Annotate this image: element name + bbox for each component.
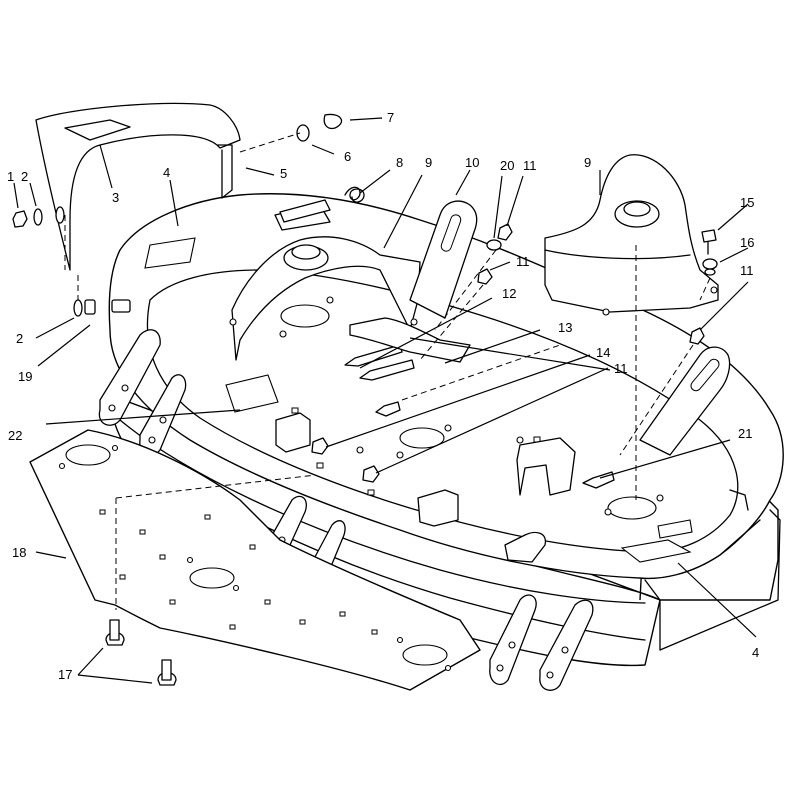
decal-front-right xyxy=(620,539,692,563)
deck-bolt-hole xyxy=(516,436,524,444)
callout-5: 5 xyxy=(280,166,287,181)
callout-labels: 1 2 2 3 4 4 5 6 7 8 9 9 10 11 11 11 11 1… xyxy=(7,110,759,682)
deck-bolt-hole xyxy=(656,494,664,502)
washer-2 xyxy=(33,208,43,226)
callout-8: 8 xyxy=(396,155,403,170)
callout-4: 4 xyxy=(163,165,170,180)
deck-bolt-hole xyxy=(279,330,287,338)
callout-1: 1 xyxy=(7,169,14,184)
callout-18: 18 xyxy=(12,545,26,560)
deck-square-hole xyxy=(291,407,299,414)
hanger-bracket xyxy=(275,412,576,563)
callout-2: 2 xyxy=(16,331,23,346)
spindle-hole-center xyxy=(399,427,445,449)
deck-inner-rim xyxy=(146,269,739,553)
left-spindle-cover xyxy=(229,236,421,361)
deck-front-edge-line xyxy=(119,419,646,604)
callout-4: 4 xyxy=(752,645,759,660)
callout-10: 10 xyxy=(465,155,479,170)
baffle-plate xyxy=(29,429,481,691)
hardware xyxy=(12,113,718,686)
callout-15: 15 xyxy=(740,195,754,210)
callout-6: 6 xyxy=(344,149,351,164)
nut-1 xyxy=(12,210,28,228)
deck-bolt-hole xyxy=(396,451,404,459)
decal-right xyxy=(657,519,693,539)
deck-right-end xyxy=(644,509,781,651)
lift-bracket-left xyxy=(409,200,478,319)
callout-2: 2 xyxy=(21,169,28,184)
deck-bolt-hole xyxy=(444,424,452,432)
callout-11: 11 xyxy=(523,158,537,173)
leader-lines xyxy=(13,117,757,684)
callout-9: 9 xyxy=(584,155,591,170)
decal-plate xyxy=(225,374,279,413)
decal-top-left xyxy=(144,237,196,269)
callout-9: 9 xyxy=(425,155,432,170)
callout-3: 3 xyxy=(112,190,119,205)
callout-17: 17 xyxy=(58,667,72,682)
callout-13: 13 xyxy=(558,320,572,335)
deck-square-hole xyxy=(316,462,324,469)
callout-7: 7 xyxy=(387,110,394,125)
callout-22: 22 xyxy=(8,428,22,443)
callout-19: 19 xyxy=(18,369,32,384)
callout-11: 11 xyxy=(740,263,754,278)
callout-21: 21 xyxy=(738,426,752,441)
spindle-hole-left xyxy=(280,304,330,328)
lift-bracket-right xyxy=(639,346,731,456)
callout-14: 14 xyxy=(596,345,610,360)
right-spindle-cover xyxy=(544,154,719,316)
deck-bolt-hole xyxy=(604,508,612,516)
callout-16: 16 xyxy=(740,235,754,250)
deck-square-hole xyxy=(367,489,375,496)
deck-bolt-hole xyxy=(326,296,334,304)
deck-right-side xyxy=(719,489,761,556)
deck-bolt-hole xyxy=(356,446,364,454)
belt-shield xyxy=(35,102,241,271)
callout-12: 12 xyxy=(502,286,516,301)
callout-20: 20 xyxy=(500,158,514,173)
assembly-lines xyxy=(64,132,711,610)
spindle-hole-right xyxy=(607,496,657,520)
callout-11: 11 xyxy=(516,254,530,269)
callout-11: 11 xyxy=(614,361,628,376)
